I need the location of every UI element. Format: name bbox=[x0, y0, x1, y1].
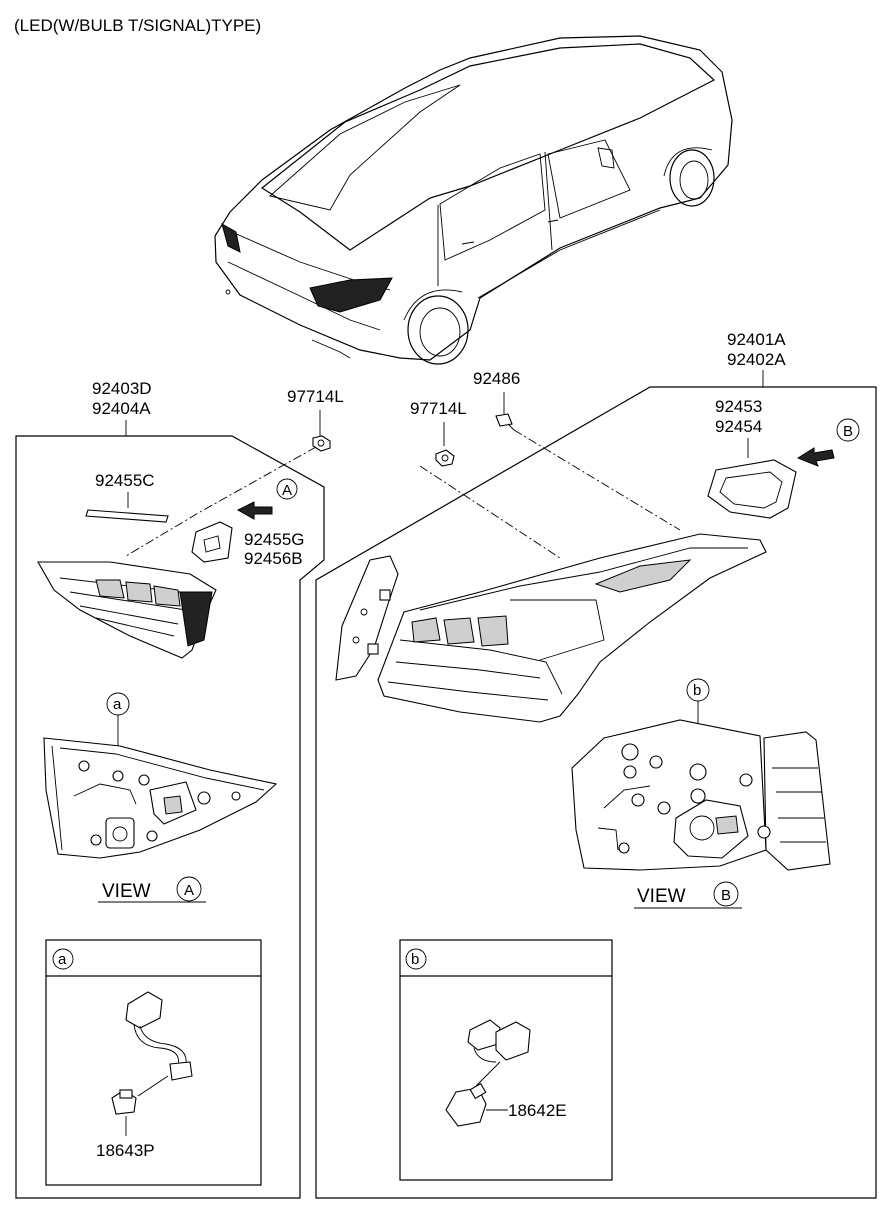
detail-a-tag: a bbox=[58, 951, 67, 968]
callout-a-ref: a bbox=[113, 696, 122, 713]
view-a-label: VIEW bbox=[102, 881, 151, 902]
screw-icon bbox=[495, 413, 515, 431]
nut-icon bbox=[312, 435, 331, 452]
detail-b-tag: b bbox=[411, 951, 419, 968]
callout-B-top: B bbox=[843, 423, 853, 440]
part-label-92454: 92454 bbox=[715, 417, 762, 436]
outer-lamp-group-box bbox=[315, 386, 877, 1199]
mounting-bracket bbox=[335, 555, 399, 681]
view-b-label: VIEW bbox=[637, 886, 686, 907]
view-b-housing bbox=[571, 719, 831, 871]
outer-tail-lamp bbox=[377, 533, 767, 723]
bulb-icon bbox=[111, 1089, 137, 1115]
view-b-arrow: B bbox=[796, 418, 860, 467]
part-label-18642E: 18642E bbox=[508, 1101, 567, 1120]
car-illustration bbox=[214, 35, 733, 365]
part-label-97714L-left: 97714L bbox=[287, 387, 344, 406]
part-label-18643P: 18643P bbox=[96, 1141, 155, 1160]
part-label-92453: 92453 bbox=[715, 397, 762, 416]
view-a-arrow: A bbox=[236, 478, 298, 520]
part-label-92402A: 92402A bbox=[727, 350, 786, 369]
view-a-housing bbox=[43, 737, 278, 859]
inner-lamp-group-box bbox=[15, 435, 325, 1199]
part-label-92401A: 92401A bbox=[727, 330, 786, 349]
gasket bbox=[707, 459, 797, 519]
callout-A-view: A bbox=[184, 882, 194, 899]
part-label-92455C: 92455C bbox=[95, 471, 155, 490]
callout-B-view: B bbox=[721, 887, 731, 904]
socket-cover bbox=[191, 521, 233, 563]
nut-icon bbox=[435, 449, 455, 467]
part-label-92486: 92486 bbox=[473, 369, 520, 388]
detail-box-b: b 18642E bbox=[399, 939, 613, 1181]
part-label-92404A: 92404A bbox=[92, 399, 151, 418]
diagram-title: (LED(W/BULB T/SIGNAL)TYPE) bbox=[14, 16, 261, 35]
part-label-92456B: 92456B bbox=[244, 549, 303, 568]
detail-box-a: a 18643P bbox=[45, 939, 262, 1186]
part-label-92403D: 92403D bbox=[92, 379, 152, 398]
callout-A-top: A bbox=[282, 482, 292, 499]
garnish-strip bbox=[85, 509, 169, 523]
bulb-icon bbox=[445, 1082, 487, 1127]
part-label-97714L-right: 97714L bbox=[410, 399, 467, 418]
inner-tail-lamp bbox=[37, 561, 217, 659]
callout-b-ref: b bbox=[693, 682, 701, 699]
part-label-92455G: 92455G bbox=[244, 530, 305, 549]
